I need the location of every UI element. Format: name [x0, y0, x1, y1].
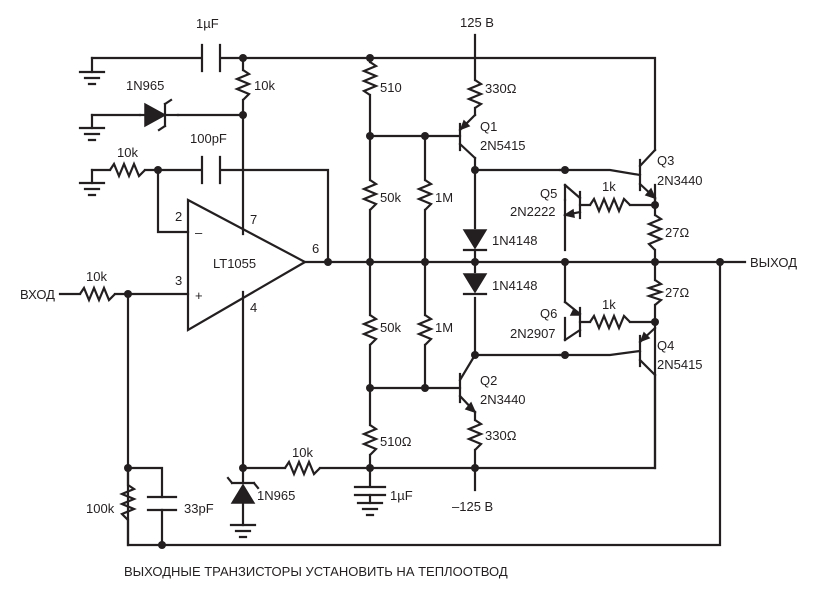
c-comp-label: 100pF	[190, 131, 227, 146]
zener-top-label: 1N965	[126, 78, 164, 93]
d-top-label: 1N4148	[492, 233, 538, 248]
r-in-label: 10k	[86, 269, 107, 284]
q4-label: Q4	[657, 338, 674, 353]
r27-bot-label: 27Ω	[665, 285, 689, 300]
q1-part-label: 2N5415	[480, 138, 526, 153]
q5-label: Q5	[540, 186, 557, 201]
r-fb-label: 10k	[254, 78, 275, 93]
wires	[58, 33, 747, 547]
c-bot-label: 1µF	[390, 488, 413, 503]
input-label: ВХОД	[20, 287, 55, 302]
labels: 125 В –125 В ВХОД ВЫХОД ВЫХОДНЫЕ ТРАНЗИС…	[20, 15, 797, 579]
q4-part-label: 2N5415	[657, 357, 703, 372]
q3-part-label: 2N3440	[657, 173, 703, 188]
r1m-bot-label: 1M	[435, 320, 453, 335]
q2-label: Q2	[480, 373, 497, 388]
r27-top-label: 27Ω	[665, 225, 689, 240]
r330-top-label: 330Ω	[485, 81, 517, 96]
r100k-label: 100k	[86, 501, 115, 516]
resistors	[79, 61, 665, 521]
c33-label: 33pF	[184, 501, 214, 516]
r1k-top-label: 1k	[602, 179, 616, 194]
r50k-top-label: 50k	[380, 190, 401, 205]
minus-sign: –	[195, 225, 203, 240]
heatsink-note: ВЫХОДНЫЕ ТРАНЗИСТОРЫ УСТАНОВИТЬ НА ТЕПЛО…	[124, 564, 508, 579]
q3-label: Q3	[657, 153, 674, 168]
r1m-top-label: 1M	[435, 190, 453, 205]
transistors	[458, 113, 657, 470]
d-bot-label: 1N4148	[492, 278, 538, 293]
opamp-lt1055	[186, 198, 308, 332]
supply-pos-label: 125 В	[460, 15, 494, 30]
pin7-label: 7	[250, 212, 257, 227]
diodes	[138, 98, 488, 504]
supply-neg-label: –125 В	[452, 499, 493, 514]
r510-label: 510	[380, 80, 402, 95]
r330-bot-label: 330Ω	[485, 428, 517, 443]
q6-label: Q6	[540, 306, 557, 321]
pin3-label: 3	[175, 273, 182, 288]
r50k-bot-label: 50k	[380, 320, 401, 335]
q2-part-label: 2N3440	[480, 392, 526, 407]
r10k-bot-label: 10k	[292, 445, 313, 460]
pin2-label: 2	[175, 209, 182, 224]
output-label: ВЫХОД	[750, 255, 797, 270]
ground-symbols	[78, 70, 384, 539]
plus-sign: +	[195, 288, 203, 303]
q1-label: Q1	[480, 119, 497, 134]
pin4-label: 4	[250, 300, 257, 315]
zener-bot-label: 1N965	[257, 488, 295, 503]
q5-part-label: 2N2222	[510, 204, 556, 219]
r-inv-label: 10k	[117, 145, 138, 160]
q6-part-label: 2N2907	[510, 326, 556, 341]
c-top-label: 1µF	[196, 16, 219, 31]
capacitors	[146, 43, 387, 512]
opamp-label: LT1055	[213, 256, 256, 271]
pin6-label: 6	[312, 241, 319, 256]
r510-bot-label: 510Ω	[380, 434, 412, 449]
r1k-bot-label: 1k	[602, 297, 616, 312]
